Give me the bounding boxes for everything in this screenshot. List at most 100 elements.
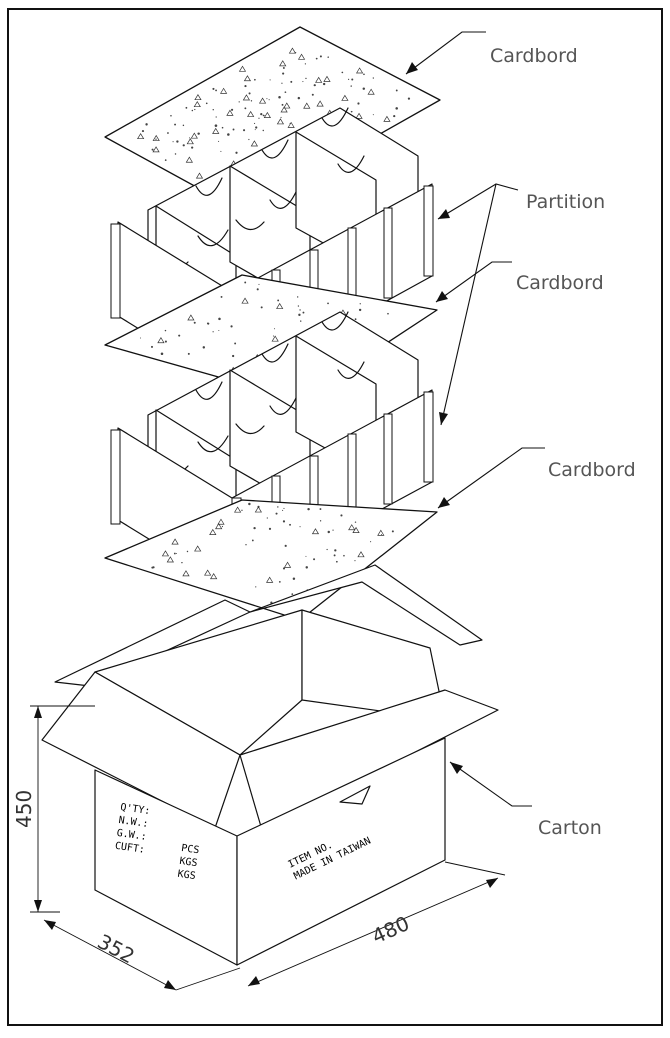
speckle-mark <box>297 53 306 60</box>
speckle-dot <box>372 77 375 79</box>
speckle-mark <box>171 538 179 545</box>
speckle-dot <box>333 554 336 557</box>
speckle-dot <box>278 581 281 583</box>
speckle-dot <box>282 520 286 523</box>
speckle-dot <box>305 566 308 569</box>
speckle-dot <box>304 63 307 65</box>
speckle-dot <box>255 126 258 129</box>
speckle-mark <box>194 93 202 101</box>
speckle-dot <box>273 328 276 330</box>
speckle-dot <box>277 299 280 302</box>
speckle-dot <box>244 84 247 88</box>
speckle-dot <box>227 133 230 136</box>
speckle-mark <box>303 102 311 109</box>
speckle-dot <box>212 109 214 111</box>
dimension-height: 450 <box>12 705 95 913</box>
speckle-mark <box>357 551 365 558</box>
speckle-dot <box>311 93 314 96</box>
speckle-mark <box>185 156 193 163</box>
speckle-dot <box>260 306 263 309</box>
speckle-dot <box>343 554 345 557</box>
speckle-dot <box>215 116 217 118</box>
marking-gw: G.W.: <box>116 828 147 843</box>
dimension-height-label: 450 <box>12 790 36 828</box>
speckle-dot <box>174 153 177 155</box>
speckle-mark <box>190 132 198 139</box>
speckle-dot <box>248 502 251 506</box>
speckle-mark <box>219 87 228 94</box>
dimension-length-label: 480 <box>368 911 413 948</box>
speckle-dot <box>173 552 176 555</box>
speckle-dot <box>145 123 148 126</box>
speckle-mark <box>217 518 225 525</box>
speckle-dot <box>362 87 366 90</box>
speckle-dot <box>218 140 220 142</box>
speckle-dot <box>289 523 291 526</box>
speckle-mark <box>187 314 195 321</box>
speckle-dot <box>380 534 382 536</box>
speckle-dot <box>326 548 328 551</box>
speckle-dot <box>244 107 247 110</box>
speckle-dot <box>283 507 285 510</box>
speckle-mark <box>377 529 385 536</box>
speckle-mark <box>234 506 242 513</box>
speckle-dot <box>280 116 282 119</box>
speckle-mark <box>263 111 271 118</box>
speckle-mark <box>247 110 255 117</box>
speckle-dot <box>290 80 293 83</box>
marking-pcs: PCS <box>180 843 199 856</box>
speckle-mark <box>266 576 274 583</box>
callout-cardboard-bottom: Cardbord <box>437 447 636 509</box>
speckle-dot <box>188 137 191 139</box>
speckle-dot <box>230 108 234 111</box>
speckle-dot <box>202 346 206 349</box>
speckle-mark <box>157 337 165 344</box>
speckle-mark <box>316 100 324 107</box>
speckle-dot <box>194 108 196 111</box>
speckle-dot <box>220 150 222 152</box>
speckle-mark <box>209 528 217 535</box>
speckle-dot <box>282 72 285 75</box>
speckle-dot <box>278 96 281 99</box>
speckle-mark <box>210 573 218 580</box>
speckle-mark <box>166 556 174 563</box>
speckle-dot <box>340 514 343 517</box>
speckle-dot <box>297 296 299 298</box>
speckle-dot <box>299 526 301 528</box>
speckle-dot <box>302 311 305 314</box>
speckle-dot <box>253 122 256 125</box>
speckle-mark <box>341 94 349 101</box>
speckle-dot <box>334 549 337 552</box>
speckle-mark <box>258 97 267 104</box>
speckle-dot <box>170 114 172 117</box>
speckle-dot <box>174 123 177 126</box>
speckle-mark <box>323 75 331 82</box>
speckle-dot <box>248 92 251 95</box>
speckle-dot <box>175 553 177 555</box>
speckle-dot <box>250 100 253 102</box>
speckle-dot <box>220 295 223 298</box>
speckle-mark <box>152 134 160 141</box>
speckle-dot <box>176 140 179 143</box>
speckle-dot <box>197 132 200 135</box>
callout-cardboard-middle: Cardbord <box>435 261 604 303</box>
speckle-mark <box>283 102 291 109</box>
speckle-dot <box>305 77 307 80</box>
speckle-mark <box>276 302 284 309</box>
speckle-dot <box>298 313 301 317</box>
marking-nw: N.W.: <box>118 815 149 830</box>
speckle-dot <box>164 329 167 332</box>
speckle-dot <box>214 124 218 127</box>
cardboard-sheet-bottom <box>104 499 438 621</box>
callout-carton: Carton <box>449 761 602 839</box>
speckle-mark <box>276 118 285 125</box>
speckle-dot <box>255 586 257 588</box>
speckle-dot <box>372 114 374 116</box>
speckle-mark <box>215 523 223 530</box>
speckle-dot <box>319 508 322 511</box>
speckle-dot <box>212 331 214 333</box>
speckle-mark <box>311 528 320 535</box>
marking-cuft: CUFT: <box>114 841 145 856</box>
speckle-dot <box>395 107 398 110</box>
